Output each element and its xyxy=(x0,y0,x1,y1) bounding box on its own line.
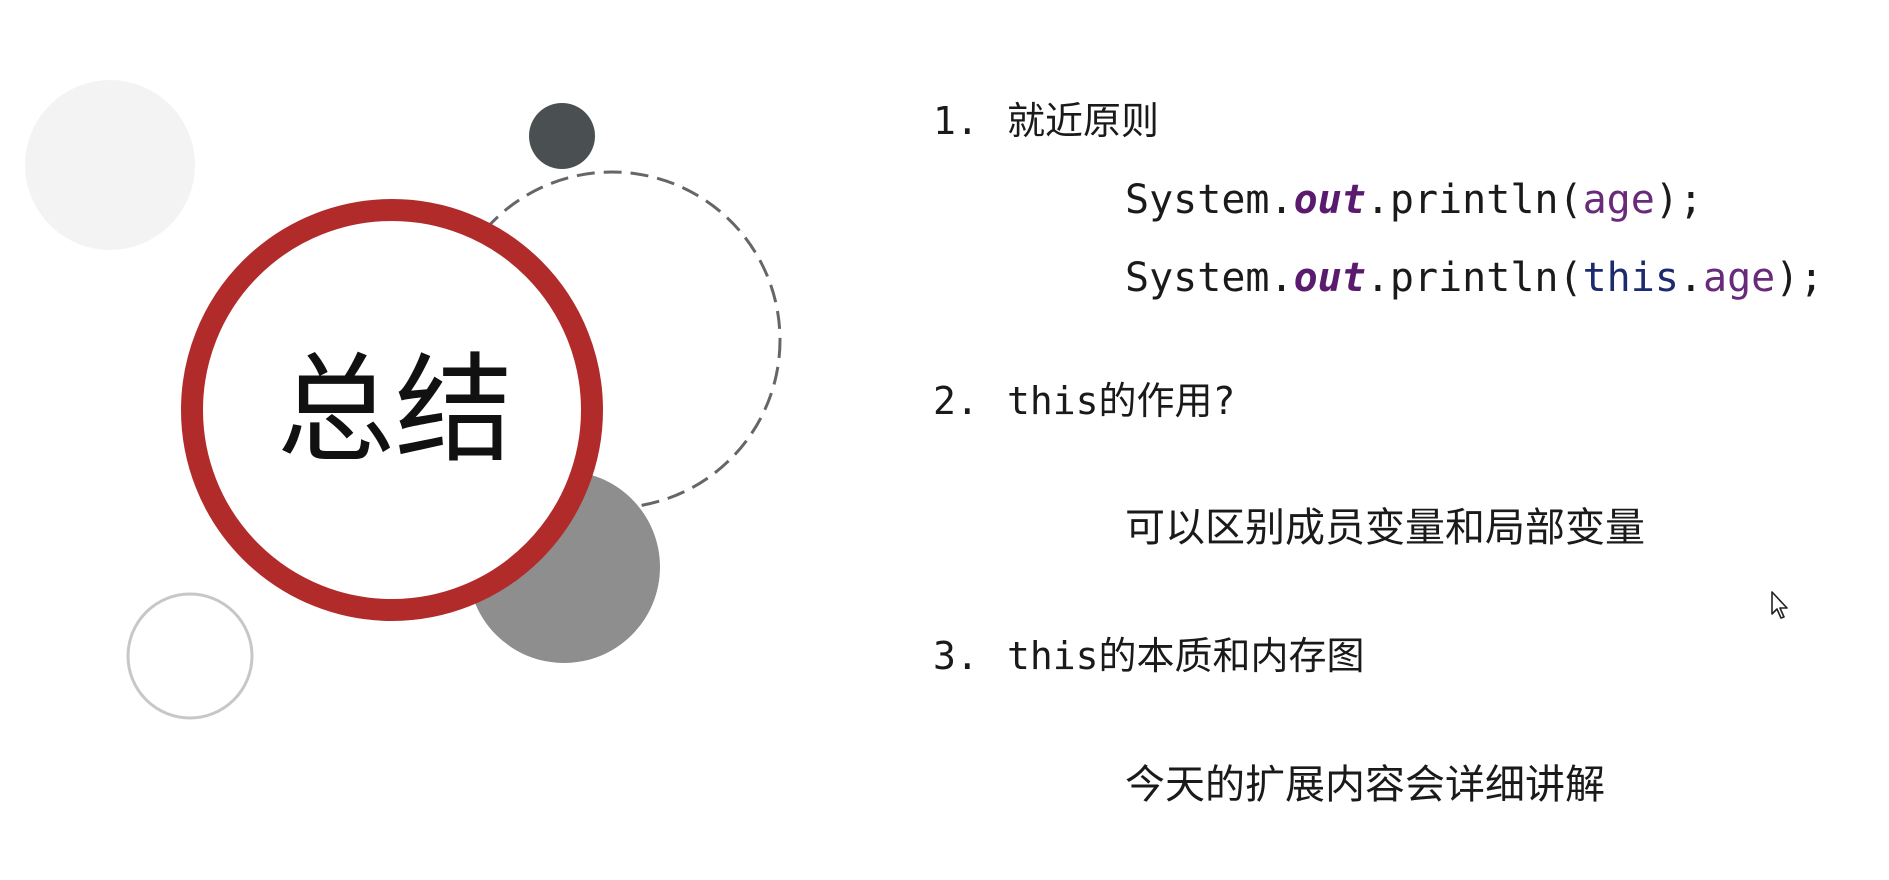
list-item-3: 3. this的本质和内存图 xyxy=(933,625,1365,680)
code-suffix: ); xyxy=(1775,255,1824,301)
mouse-cursor-icon xyxy=(1771,591,1788,619)
list-item-2: 2. this的作用? xyxy=(933,370,1235,425)
code-field: out xyxy=(1293,177,1366,223)
item-text: this的本质和内存图 xyxy=(1007,634,1365,678)
code-prefix: System. xyxy=(1125,177,1294,223)
item-3-detail: 今天的扩展内容会详细讲解 xyxy=(1125,762,1605,808)
item-number: 1. xyxy=(933,99,979,143)
code-method: .println( xyxy=(1365,255,1583,301)
light-gray-circle xyxy=(25,80,195,250)
item-text: this的作用? xyxy=(1007,379,1236,423)
item-text: 就近原则 xyxy=(1007,99,1160,143)
code-variable: age xyxy=(1703,255,1776,301)
code-this-keyword: this xyxy=(1582,255,1679,301)
code-field: out xyxy=(1293,255,1366,301)
list-item-1: 1. 就近原则 xyxy=(933,90,1159,145)
item-2-detail: 可以区别成员变量和局部变量 xyxy=(1125,505,1645,551)
item-number: 3. xyxy=(933,634,979,678)
item-number: 2. xyxy=(933,379,979,423)
code-variable: age xyxy=(1582,177,1655,223)
outline-circle xyxy=(126,592,254,720)
code-line-2: System.out.println(this.age); xyxy=(1125,255,1823,301)
dark-dot xyxy=(529,103,595,169)
code-method: .println( xyxy=(1365,177,1583,223)
code-line-1: System.out.println(age); xyxy=(1125,177,1703,223)
code-prefix: System. xyxy=(1125,255,1294,301)
slide-title: 总结 xyxy=(276,341,513,479)
red-ring xyxy=(181,199,603,621)
code-dot: . xyxy=(1678,255,1703,301)
code-suffix: ); xyxy=(1654,177,1703,223)
